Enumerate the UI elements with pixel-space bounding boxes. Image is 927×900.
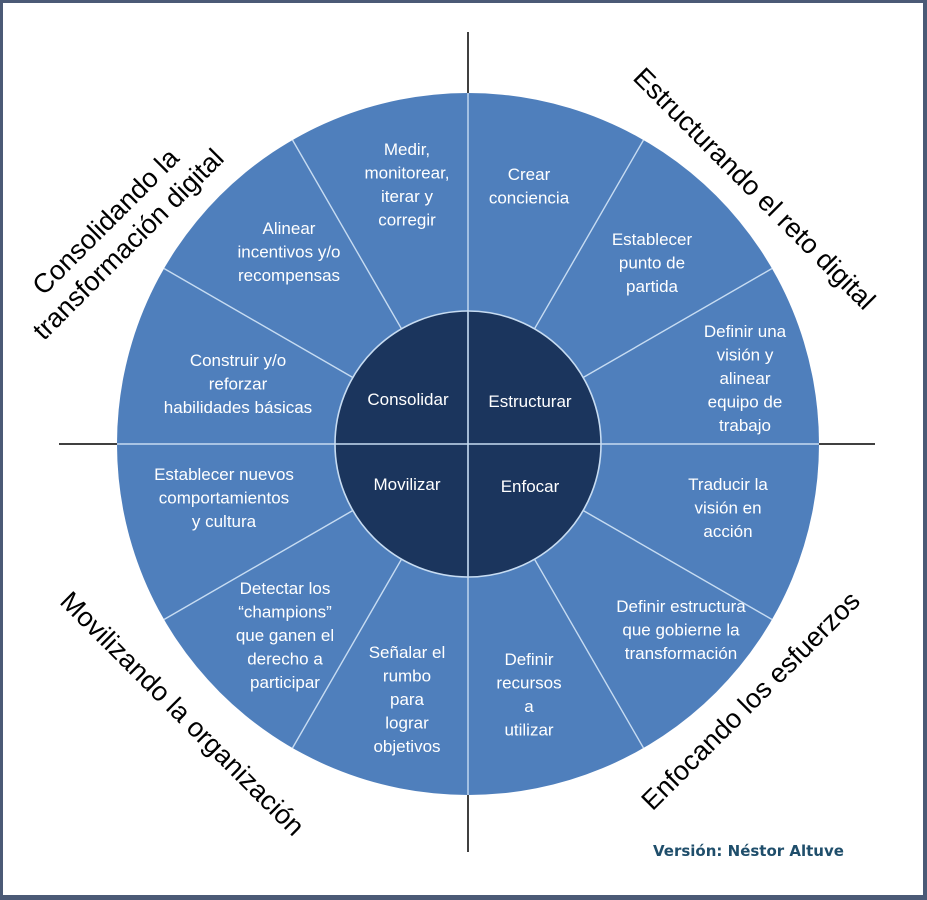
segment-label-line: utilizar [504,721,553,740]
segment-label-line: rumbo [383,667,431,686]
segment-divider [582,509,773,621]
segment-label-line: participar [250,673,320,692]
segment-label-line: recursos [496,674,561,693]
segment-label-line: “champions” [238,603,332,622]
segment-label-line: Establecer nuevos [154,465,294,484]
segment-label: Traducir la visión en acción [688,475,768,541]
segment-divider [291,558,403,749]
segment-label-line: visión en [694,499,761,518]
segment-label-line: transformación [625,644,737,663]
segment-label-line: Definir estructura [616,597,746,616]
core-label-enfocar: Enfocar [501,477,560,496]
segment-label-line: conciencia [489,189,570,208]
author-credit: Versión: Néstor Altuve [653,842,844,860]
segment-label-line: Detectar los [240,579,331,598]
segment-divider [163,509,354,621]
segment-label-line: lograr [385,714,429,733]
segment-label: Alinear incentivos y/o recompensas [238,219,341,285]
segment-label-line: a [524,697,534,716]
core-label-estructurar: Estructurar [488,392,571,411]
segment-label-line: trabajo [719,416,771,435]
segment-label-line: Alinear [263,219,316,238]
core-label-movilizar: Movilizar [373,475,440,494]
segment-label-line: y cultura [192,512,257,531]
segment-label-line: reforzar [209,375,268,394]
segment-divider [582,267,773,379]
segment-label-line: partida [626,277,679,296]
segment-label-line: comportamientos [159,489,289,508]
segment-label: Definir una visión y alinear equipo de traba… [704,322,787,435]
segment-label: Establecer punto de partida [612,230,693,296]
segment-dividers [117,93,819,795]
segment-label-line: corregir [378,211,436,230]
segment-label-line: habilidades básicas [164,398,312,417]
segment-label: Establecer nuevos comportamientos y cultur… [154,465,294,531]
segment-divider [533,558,645,749]
segment-label-line: Definir [504,650,553,669]
core-label-consolidar: Consolidar [367,390,449,409]
segment-label-line: objetivos [373,737,440,756]
segment-label-line: que gobierne la [622,621,740,640]
segment-label-line: derecho a [247,650,323,669]
segment-label-line: Medir, [384,140,430,159]
segment-label-line: Señalar el [369,643,446,662]
segment-label-line: Crear [508,165,551,184]
segment-divider [291,139,403,330]
segment-label-line: iterar y [381,187,433,206]
segment-label-line: que ganen el [236,626,334,645]
segment-divider [533,139,645,330]
segment-label: Señalar el rumbo para lograr objetivos [369,643,446,756]
segment-label: Construir y/o reforzar habilidades básicas [164,351,312,417]
segment-label-line: Establecer [612,230,693,249]
segment-label-line: monitorear, [364,164,449,183]
segment-label: Crear conciencia [489,165,570,208]
segment-divider [163,267,354,379]
segment-label-line: para [390,690,425,709]
segment-label: Medir, monitorear, iterar y corregir [364,140,449,230]
segment-label-line: incentivos y/o [238,243,341,262]
segment-label-line: alinear [719,369,770,388]
segment-label-line: Definir una [704,322,787,341]
segment-label-line: Construir y/o [190,351,286,370]
segment-label-line: visión y [717,346,774,365]
segment-label-line: punto de [619,254,685,273]
segment-label-line: acción [703,522,752,541]
segment-label-line: equipo de [708,393,783,412]
segment-label-line: recompensas [238,266,340,285]
segment-label: Definir recursos a utilizar [496,650,561,740]
segment-label: Definir estructura que gobierne la transfo… [616,597,746,663]
segment-label-line: Traducir la [688,475,768,494]
segment-label: Detectar los “champions” que ganen el derec… [236,579,334,692]
